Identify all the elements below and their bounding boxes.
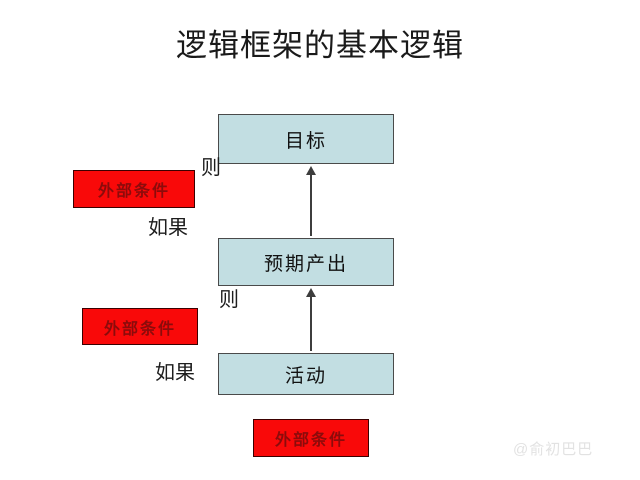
condition-box-top: 外部条件: [73, 170, 195, 208]
connector-label-if-upper: 如果: [148, 217, 188, 239]
connector-label-then-upper: 则: [201, 157, 221, 179]
condition-box-top-label: 外部条件: [97, 183, 170, 200]
condition-box-middle: 外部条件: [82, 308, 198, 345]
arrow-output-to-goal-shaft: [310, 172, 312, 236]
node-goal-label: 目标: [284, 130, 327, 152]
arrow-activity-to-output-shaft: [310, 294, 312, 351]
connector-label-then-lower: 则: [219, 289, 239, 311]
arrow-activity-to-output-head-icon: [306, 288, 316, 297]
arrow-output-to-goal-head-icon: [306, 166, 316, 175]
condition-box-middle-label: 外部条件: [103, 320, 176, 338]
page-title: 逻辑框架的基本逻辑: [176, 28, 464, 63]
node-activity-label: 活动: [284, 365, 327, 387]
node-expected-output-label: 预期产出: [263, 253, 348, 275]
node-expected-output: 预期产出: [218, 238, 394, 286]
node-activity: 活动: [218, 353, 394, 395]
condition-box-bottom: 外部条件: [253, 419, 369, 457]
node-goal: 目标: [218, 114, 394, 164]
condition-box-bottom-label: 外部条件: [274, 432, 347, 449]
connector-label-if-lower: 如果: [155, 362, 195, 384]
watermark: @俞初巴巴: [513, 441, 594, 458]
